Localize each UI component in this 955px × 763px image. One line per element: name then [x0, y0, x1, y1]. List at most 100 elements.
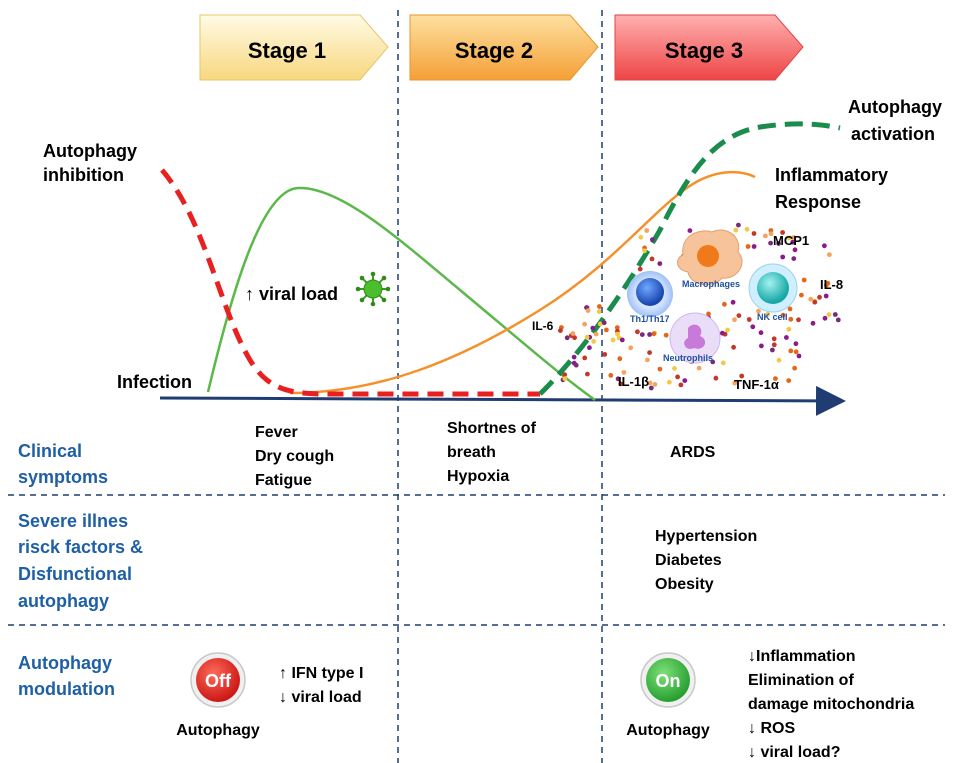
viral-load-curve: [206, 186, 596, 402]
cytokine-dots: [558, 222, 841, 391]
stage3-effect-4: ↓ ROS: [748, 720, 795, 737]
cytokine-dot: [827, 252, 832, 258]
cytokine-dot: [587, 345, 592, 351]
risk-heading-2: risck factors &: [18, 537, 143, 557]
cytokine-dot: [732, 317, 737, 323]
cytokine-dot: [644, 228, 650, 233]
inflammatory-response-label-1: Inflammatory: [775, 165, 888, 185]
cytokine-dot: [745, 244, 751, 249]
tnf-label: TNF-1α: [734, 377, 779, 392]
inflammatory-response-curve: [289, 170, 756, 395]
stage3-effect-3: damage mitochondria: [748, 696, 914, 713]
cytokine-dot: [730, 299, 736, 305]
cytokine-dot: [780, 230, 785, 235]
cytokine-dot: [835, 317, 841, 323]
stage2-symptom-1: Shortnes of: [447, 420, 537, 437]
cytokine-dot: [751, 244, 757, 249]
cytokine-dot: [731, 344, 736, 350]
mcp1-label: MCP1: [773, 233, 809, 248]
autophagy-off-button: Off: [190, 652, 246, 708]
cytokine-dot: [645, 357, 650, 363]
cytokine-dot: [713, 375, 719, 381]
stage3-symptom-1: ARDS: [670, 444, 716, 461]
autophagy-modulation-row: Autophagy modulation Off Autophagy ↑ IFN…: [18, 648, 914, 761]
stage3-effect-5: ↓ viral load?: [748, 744, 840, 761]
autophagy-inhibition-label-1: Autophagy: [43, 141, 137, 161]
cytokine-dot: [822, 315, 828, 321]
cytokine-dot: [770, 347, 775, 353]
cytokine-dot: [822, 243, 827, 249]
cytokine-dot: [582, 355, 588, 361]
cytokine-dot: [787, 306, 793, 312]
cytokine-dot: [759, 343, 764, 349]
cytokine-dot: [591, 339, 596, 344]
cytokine-dot: [810, 320, 816, 326]
autophagy-on-button: On: [640, 652, 696, 708]
cytokine-dot: [618, 381, 624, 387]
cytokine-dot: [799, 292, 804, 298]
cytokine-dot: [744, 226, 750, 232]
cytokine-dot: [758, 330, 764, 336]
infection-label: Infection: [117, 372, 192, 392]
cytokine-dot: [808, 296, 814, 302]
neutrophil-icon: [669, 312, 721, 364]
cytokine-dot: [615, 376, 621, 382]
virus-icon: [355, 271, 391, 307]
cytokine-dot: [562, 372, 568, 378]
cytokine-dot: [786, 326, 792, 332]
stage2-symptom-2: breath: [447, 444, 496, 461]
cytokine-dot: [771, 336, 777, 342]
cytokine-dot: [657, 366, 663, 372]
stage1-symptom-3: Fatigue: [255, 472, 312, 489]
stage3-effect-2: Elimination of: [748, 672, 854, 689]
stage-1-banner: Stage 1: [199, 14, 389, 81]
cytokine-dot: [801, 277, 807, 283]
cytokine-dot: [582, 321, 587, 327]
cytokine-dot: [647, 350, 652, 355]
cytokine-dot: [696, 365, 702, 371]
cytokine-dot: [736, 222, 741, 228]
cytokine-dot: [647, 380, 653, 386]
cytokine-dot: [602, 352, 608, 357]
inflammatory-response-label-2: Response: [775, 192, 861, 212]
cytokine-dot: [558, 328, 563, 333]
cytokine-dot: [608, 373, 614, 378]
cytokine-dot: [584, 334, 590, 340]
cytokine-dot: [739, 373, 745, 379]
modulation-heading-2: modulation: [18, 679, 115, 699]
nk-cell-label: NK cell: [757, 312, 788, 322]
cytokine-dot: [826, 312, 832, 318]
cytokine-dot: [663, 332, 669, 338]
cytokine-dot: [763, 233, 768, 239]
cytokine-dot: [667, 379, 672, 385]
cytokine-dot: [615, 331, 620, 337]
cytokine-dot: [678, 382, 684, 388]
il6-label: IL-6: [532, 319, 554, 333]
cytokine-dot: [637, 266, 643, 272]
on-button-label: On: [656, 671, 681, 691]
th-cell-label: Th1/Th17: [630, 314, 670, 324]
stage1-effect-1: ↑ IFN type I: [279, 665, 363, 682]
cytokine-dot: [573, 362, 579, 368]
cytokine-dot: [817, 294, 822, 300]
cytokine-dot: [604, 327, 609, 333]
cytokine-dot: [651, 331, 657, 337]
stage-3-label: Stage 3: [665, 38, 743, 63]
cytokine-dot: [790, 239, 796, 245]
risk-heading-3: Disfunctional: [18, 564, 132, 584]
cytokine-dot: [628, 345, 634, 351]
clinical-symptoms-heading-1: Clinical: [18, 441, 82, 461]
autophagy-activation-label-2: activation: [851, 124, 935, 144]
cytokine-dot: [732, 380, 738, 386]
off-caption: Autophagy: [176, 722, 260, 739]
cytokine-dot: [652, 382, 658, 387]
stage-2-label: Stage 2: [455, 38, 533, 63]
stage-2-banner: Stage 2: [409, 14, 599, 81]
cytokine-dot: [610, 337, 616, 343]
cytokine-dot: [786, 378, 792, 383]
stage-1-label: Stage 1: [248, 38, 326, 63]
autophagy-activation-curve: [538, 121, 841, 396]
cytokine-dot: [796, 317, 801, 323]
cytokine-dot: [564, 335, 570, 341]
cytokine-dot: [706, 311, 711, 317]
